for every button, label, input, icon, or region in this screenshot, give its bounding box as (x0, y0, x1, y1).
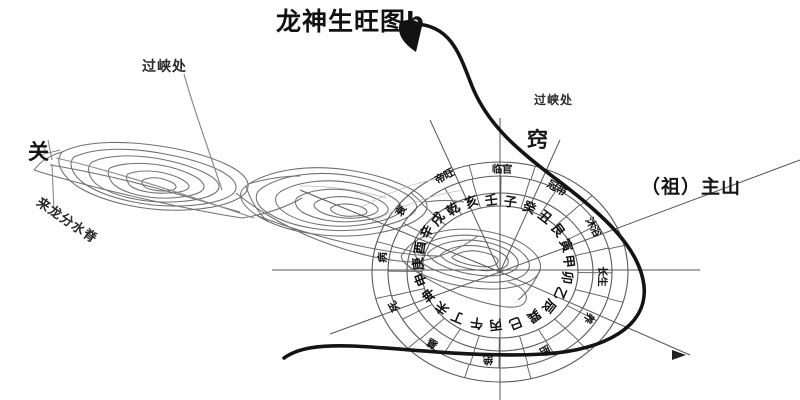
compass-outer-cell: 病 (377, 252, 390, 263)
ring-divider (575, 289, 590, 294)
leader-line-pass-left (183, 73, 223, 191)
ring-divider (375, 294, 392, 300)
compass-outer-cell: 绝 (482, 353, 494, 366)
ring-divider (546, 189, 558, 205)
compass-inner-cell: 壬 (483, 192, 499, 209)
compass-ring-dividers (375, 165, 625, 379)
ring-divider (520, 195, 526, 209)
ring-divider (589, 292, 609, 299)
label-pass-right: 过峡处 (534, 93, 574, 107)
compass-outer-cell: 临官 (491, 163, 513, 176)
label-aperture: 窍 (527, 128, 548, 152)
ring-divider (453, 202, 462, 215)
ring-divider (452, 328, 461, 341)
ring-divider (577, 340, 590, 352)
ring-divider (474, 335, 480, 349)
compass-inner-cell: 卯 (558, 270, 575, 285)
label-gate: 关 (28, 140, 49, 164)
compass-inner-cell: 子 (502, 194, 518, 211)
ring-divider (564, 327, 579, 341)
ring-divider (530, 166, 536, 180)
ring-divider (403, 222, 421, 233)
ring-divider (407, 338, 420, 349)
ring-divider (402, 310, 420, 320)
dragon-vein-curve (282, 22, 646, 360)
ring-divider (434, 215, 446, 226)
ring-divider (519, 335, 524, 349)
ring-divider (567, 232, 582, 240)
ring-divider (410, 250, 425, 255)
sight-lines (272, 118, 800, 400)
ring-divider (469, 347, 476, 365)
ring-divider (580, 224, 598, 234)
label-pass-left: 过峡处 (142, 59, 187, 75)
ring-divider (566, 305, 581, 313)
ring-divider (418, 304, 433, 312)
compass-inner-cell: 酉 (412, 239, 429, 255)
ring-divider (579, 311, 597, 322)
ring-divider (376, 241, 393, 246)
compass-inner-cell: 庚 (410, 256, 427, 271)
ring-divider (468, 165, 474, 180)
ring-divider (444, 188, 455, 204)
ring-divider (538, 329, 547, 342)
ring-divider (391, 245, 411, 252)
ring-divider (566, 204, 581, 217)
ring-divider (410, 192, 423, 204)
ring-divider (464, 364, 470, 378)
arrow-head-right (672, 350, 686, 360)
ring-divider (522, 348, 529, 366)
ring-divider (608, 244, 625, 250)
ring-divider (526, 364, 532, 379)
ring-divider (575, 251, 591, 256)
gate-lines (35, 139, 255, 219)
ring-divider (607, 298, 624, 303)
compass-inner-cell: 甲 (559, 254, 577, 269)
ring-divider (554, 318, 566, 329)
ring-divider (419, 327, 434, 340)
ring-divider (433, 317, 445, 328)
ring-divider (589, 247, 609, 253)
ring-divider (555, 216, 567, 227)
compass-inner-cell: 午 (469, 314, 485, 331)
ring-divider (476, 195, 481, 209)
ring-divider (471, 178, 478, 196)
compass-outer-cell: 长生 (595, 266, 608, 287)
label-ancestor-mountain: （祖）主山 (641, 176, 742, 198)
compass-inner-cell: 丙 (488, 316, 504, 333)
ring-divider (580, 195, 593, 206)
ring-divider (409, 288, 425, 293)
arrow-head-top (398, 19, 422, 53)
ring-divider (539, 203, 548, 216)
shading-strokes (299, 175, 465, 223)
ring-divider (391, 291, 411, 297)
page-title: 龙神生旺图b (276, 7, 425, 36)
mountain-contours-left (33, 141, 303, 219)
ring-divider (524, 179, 531, 197)
ring-divider (421, 203, 436, 217)
